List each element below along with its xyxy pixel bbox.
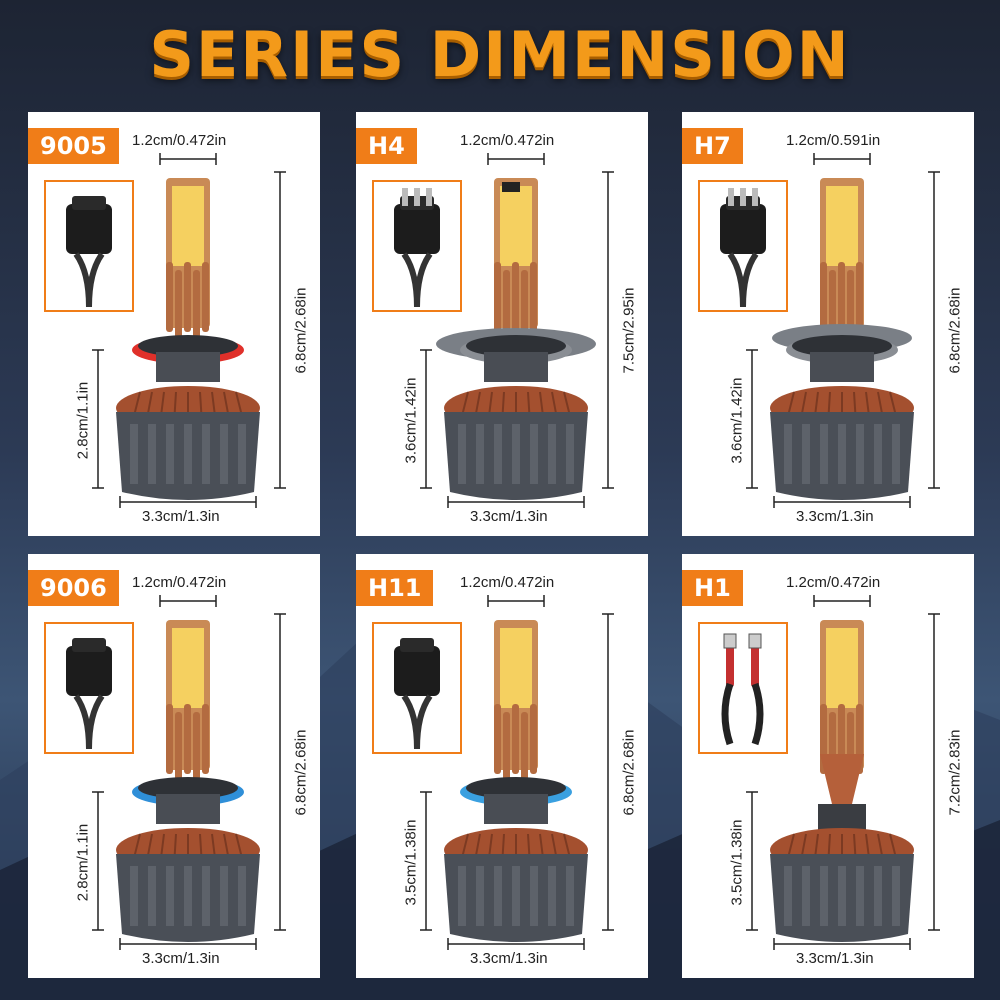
base-width-label: 3.3cm/1.3in	[470, 950, 548, 967]
base-width-label: 3.3cm/1.3in	[142, 508, 220, 525]
connector-preview	[698, 622, 788, 754]
base-height-label: 2.8cm/1.1in	[74, 823, 92, 902]
base-height-label: 3.6cm/1.42in	[728, 377, 746, 464]
bulb-illustration	[420, 595, 614, 950]
top-width-label: 1.2cm/0.472in	[460, 132, 555, 149]
base-height-label: 3.5cm/1.38in	[728, 819, 746, 906]
connector-icon	[720, 188, 766, 308]
top-width-label: 1.2cm/0.472in	[132, 574, 227, 591]
model-tag: 9005	[28, 128, 119, 164]
connector-preview	[698, 180, 788, 312]
total-height-label: 6.8cm/2.68in	[292, 729, 310, 816]
model-tag: H11	[356, 570, 434, 606]
base-width-label: 3.3cm/1.3in	[796, 950, 874, 967]
connector-preview	[44, 622, 134, 754]
card-h11: H11 1.2cm/0.472in 3.3cm/1.3in 6.8cm/2.68in…	[356, 554, 648, 978]
bulb-illustration	[746, 153, 940, 508]
connector-icon	[394, 638, 440, 750]
top-width-label: 1.2cm/0.472in	[786, 574, 881, 591]
card-h4: H4 1.2cm/0.472in 3.3cm/1.3in 7.5cm/2.95in 3…	[356, 112, 648, 536]
model-tag: H7	[682, 128, 743, 164]
bulb-illustration	[92, 153, 286, 508]
total-height-label: 6.8cm/2.68in	[946, 287, 964, 374]
base-height-label: 3.5cm/1.38in	[402, 819, 420, 906]
model-tag: 9006	[28, 570, 119, 606]
model-tag: H4	[356, 128, 417, 164]
connector-preview	[44, 180, 134, 312]
base-width-label: 3.3cm/1.3in	[796, 508, 874, 525]
bulb-illustration	[420, 153, 614, 508]
card-9006: 9006 1.2cm/0.472in 3.3cm/1.3in 6.8cm/2.68i…	[28, 554, 320, 978]
page-title: SERIES DIMENSION	[149, 18, 851, 91]
base-width-label: 3.3cm/1.3in	[470, 508, 548, 525]
connector-icon	[394, 188, 440, 308]
connector-preview	[372, 622, 462, 754]
top-width-label: 1.2cm/0.472in	[132, 132, 227, 149]
top-width-label: 1.2cm/0.472in	[460, 574, 555, 591]
card-h7: H7 1.2cm/0.591in 3.3cm/1.3in 6.8cm/2.68in 3…	[682, 112, 974, 536]
connector-preview	[372, 180, 462, 312]
total-height-label: 7.5cm/2.95in	[620, 287, 638, 374]
total-height-label: 6.8cm/2.68in	[292, 287, 310, 374]
total-height-label: 7.2cm/2.83in	[946, 729, 964, 816]
card-9005: 9005 1.2cm/0.472in 3.3cm/1.3in 6.8cm/2.68i…	[28, 112, 320, 536]
base-height-label: 2.8cm/1.1in	[74, 381, 92, 460]
card-h1: H1 1.2cm/0.472in 3.3cm/1.3in 7.2cm/2.83in 3…	[682, 554, 974, 978]
bulb-illustration	[92, 595, 286, 950]
model-tag: H1	[682, 570, 743, 606]
total-height-label: 6.8cm/2.68in	[620, 729, 638, 816]
connector-icon	[721, 633, 764, 746]
base-width-label: 3.3cm/1.3in	[142, 950, 220, 967]
connector-icon	[66, 196, 112, 308]
base-height-label: 3.6cm/1.42in	[402, 377, 420, 464]
connector-icon	[66, 638, 112, 750]
bulb-illustration	[746, 595, 940, 950]
top-width-label: 1.2cm/0.591in	[786, 132, 881, 149]
